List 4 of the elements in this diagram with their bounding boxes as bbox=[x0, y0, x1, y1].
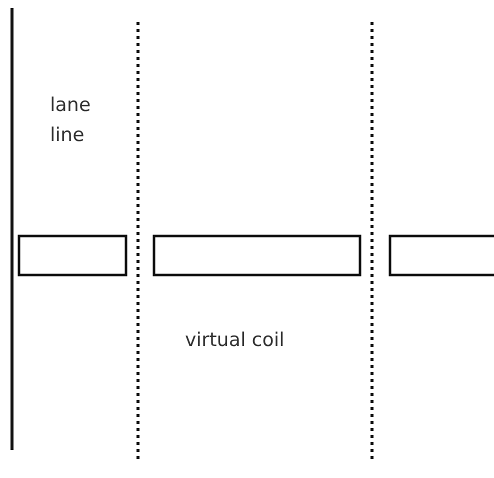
coil-rectangle bbox=[152, 234, 362, 276]
label-text: lane line bbox=[50, 93, 92, 148]
coil-rectangle bbox=[18, 234, 128, 276]
label-text: virtual coil bbox=[185, 328, 286, 353]
